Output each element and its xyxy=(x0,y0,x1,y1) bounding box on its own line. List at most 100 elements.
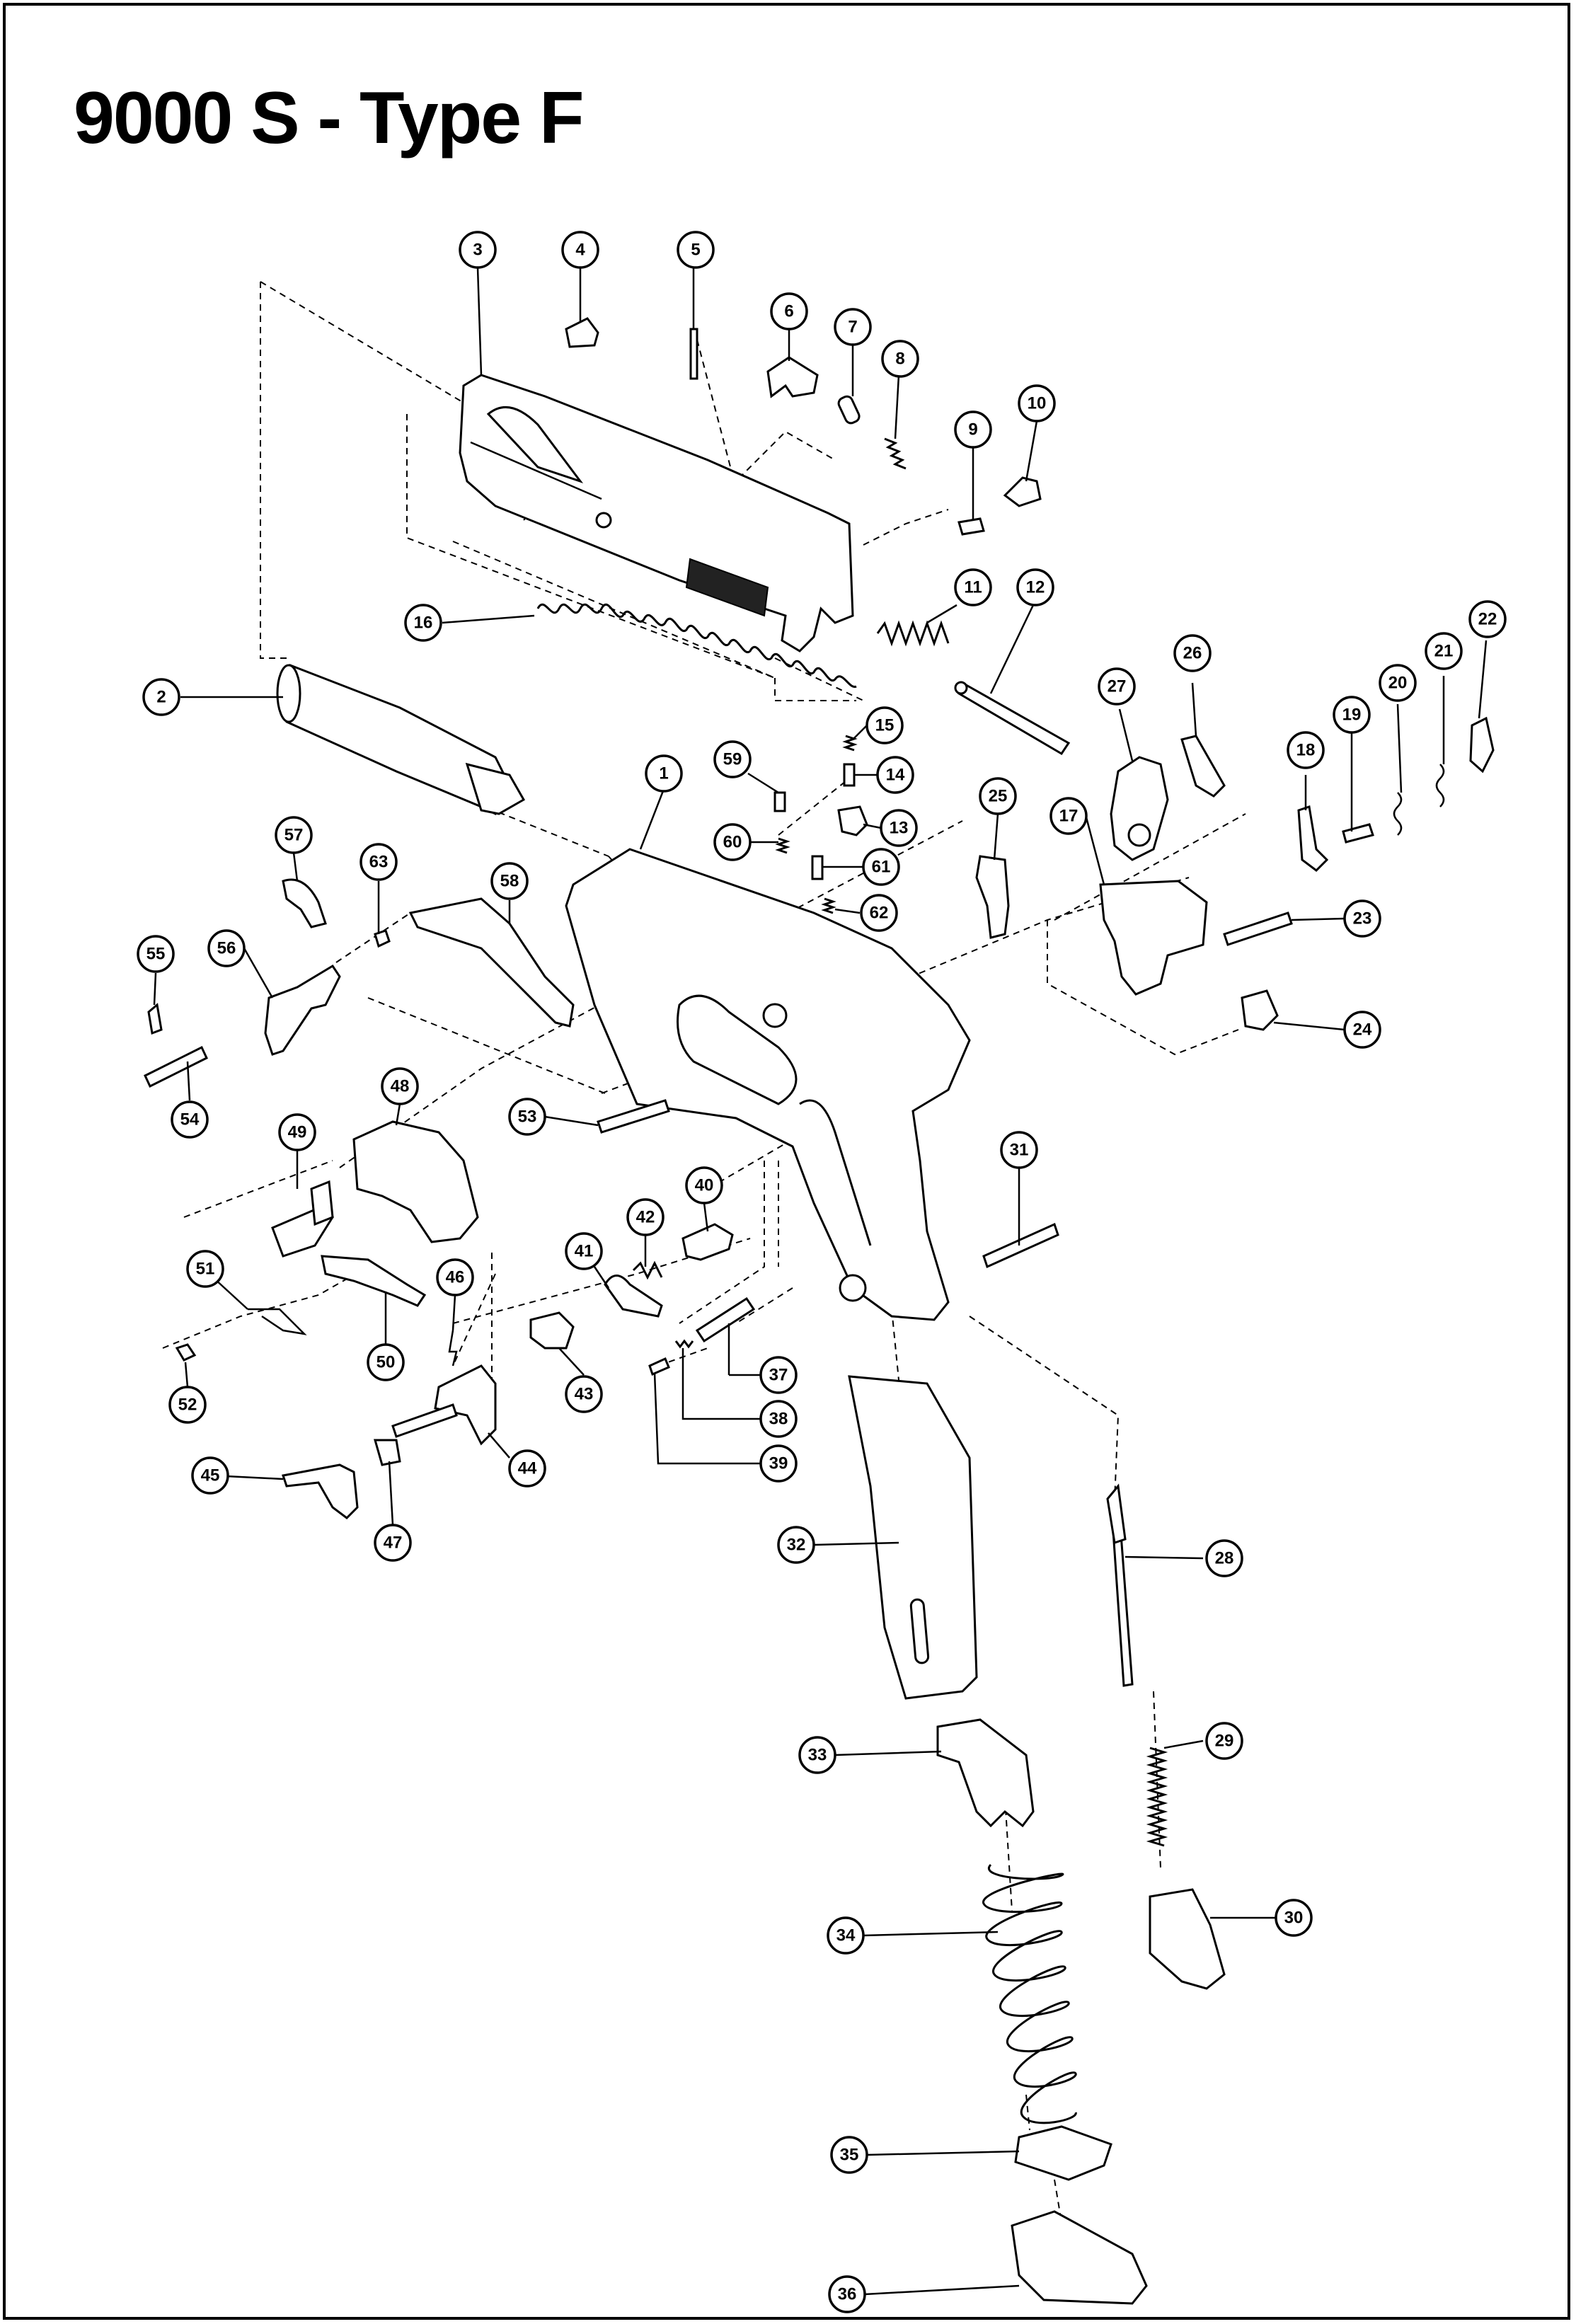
svg-text:15: 15 xyxy=(875,716,895,735)
callout-38: 38 xyxy=(759,1400,798,1438)
callout-50: 50 xyxy=(367,1343,405,1381)
svg-text:44: 44 xyxy=(518,1459,537,1478)
callout-62: 62 xyxy=(860,894,898,932)
callout-48: 48 xyxy=(381,1067,419,1105)
callout-12: 12 xyxy=(1016,568,1054,606)
svg-text:21: 21 xyxy=(1434,642,1454,661)
callout-7: 7 xyxy=(834,308,872,346)
callout-55: 55 xyxy=(137,935,175,973)
callout-56: 56 xyxy=(207,929,246,967)
callout-39: 39 xyxy=(759,1444,798,1483)
svg-text:40: 40 xyxy=(695,1176,714,1195)
svg-text:43: 43 xyxy=(575,1385,594,1404)
callout-54: 54 xyxy=(171,1100,209,1139)
svg-text:2: 2 xyxy=(156,688,166,707)
callout-45: 45 xyxy=(191,1456,229,1495)
callout-22: 22 xyxy=(1468,600,1507,638)
callout-4: 4 xyxy=(561,231,599,269)
svg-text:4: 4 xyxy=(575,241,585,260)
callout-61: 61 xyxy=(862,848,900,886)
svg-text:18: 18 xyxy=(1296,741,1316,760)
svg-text:6: 6 xyxy=(784,302,793,321)
svg-text:45: 45 xyxy=(201,1466,220,1485)
callout-35: 35 xyxy=(830,2136,868,2174)
callout-40: 40 xyxy=(685,1166,723,1204)
callout-2: 2 xyxy=(142,678,180,716)
callout-37: 37 xyxy=(759,1356,798,1394)
svg-text:1: 1 xyxy=(659,764,668,783)
callout-42: 42 xyxy=(626,1198,665,1236)
callout-57: 57 xyxy=(275,816,313,854)
svg-text:24: 24 xyxy=(1353,1020,1372,1040)
svg-text:13: 13 xyxy=(890,819,909,838)
svg-text:39: 39 xyxy=(769,1454,788,1473)
svg-text:34: 34 xyxy=(836,1926,856,1945)
svg-text:57: 57 xyxy=(284,826,304,845)
svg-text:12: 12 xyxy=(1026,578,1045,597)
callout-19: 19 xyxy=(1333,696,1371,734)
svg-text:36: 36 xyxy=(838,2285,857,2304)
svg-text:8: 8 xyxy=(895,350,904,369)
svg-text:3: 3 xyxy=(473,241,482,260)
svg-text:22: 22 xyxy=(1478,610,1497,629)
svg-text:7: 7 xyxy=(848,318,857,337)
callout-47: 47 xyxy=(374,1524,412,1562)
svg-text:48: 48 xyxy=(391,1077,410,1096)
callout-17: 17 xyxy=(1049,797,1088,835)
callout-36: 36 xyxy=(828,2275,866,2313)
svg-text:11: 11 xyxy=(964,578,982,597)
callout-32: 32 xyxy=(777,1526,815,1564)
callout-26: 26 xyxy=(1173,634,1212,672)
callout-53: 53 xyxy=(508,1098,546,1136)
callout-41: 41 xyxy=(565,1232,603,1270)
svg-text:28: 28 xyxy=(1215,1549,1234,1568)
callout-25: 25 xyxy=(979,777,1017,815)
callout-21: 21 xyxy=(1425,632,1463,670)
svg-text:50: 50 xyxy=(376,1353,396,1372)
callout-46: 46 xyxy=(436,1258,474,1296)
svg-text:33: 33 xyxy=(808,1746,827,1765)
svg-text:9: 9 xyxy=(968,420,977,439)
callout-20: 20 xyxy=(1379,664,1417,702)
callout-44: 44 xyxy=(508,1449,546,1488)
svg-text:10: 10 xyxy=(1028,394,1047,413)
callout-16: 16 xyxy=(404,604,442,642)
svg-text:29: 29 xyxy=(1215,1732,1234,1751)
callout-5: 5 xyxy=(677,231,715,269)
svg-text:60: 60 xyxy=(723,833,742,852)
svg-text:30: 30 xyxy=(1284,1909,1304,1928)
callout-51: 51 xyxy=(186,1250,224,1288)
callout-58: 58 xyxy=(490,862,529,900)
callout-30: 30 xyxy=(1275,1899,1313,1937)
callout-6: 6 xyxy=(770,292,808,330)
callout-10: 10 xyxy=(1018,384,1056,422)
svg-text:63: 63 xyxy=(369,853,389,872)
callout-31: 31 xyxy=(1000,1131,1038,1169)
base-plate-part xyxy=(1011,2210,1148,2305)
callout-18: 18 xyxy=(1287,731,1325,769)
svg-text:55: 55 xyxy=(146,945,166,964)
svg-text:16: 16 xyxy=(414,614,433,633)
callout-3: 3 xyxy=(459,231,497,269)
callout-63: 63 xyxy=(360,843,398,881)
svg-text:56: 56 xyxy=(217,939,236,958)
svg-text:51: 51 xyxy=(196,1260,215,1279)
svg-text:53: 53 xyxy=(518,1108,537,1127)
callout-52: 52 xyxy=(168,1386,207,1424)
hammer-part xyxy=(1110,756,1169,861)
callout-9: 9 xyxy=(954,410,992,449)
callouts: 1 2 3 4 5 6 7 8 9 10 11 12 13 14 15 16 1… xyxy=(137,231,1507,2313)
svg-text:19: 19 xyxy=(1342,706,1362,725)
callout-13: 13 xyxy=(880,809,918,847)
callout-24: 24 xyxy=(1343,1011,1381,1049)
callout-1: 1 xyxy=(645,754,683,793)
callout-60: 60 xyxy=(713,823,752,861)
svg-text:58: 58 xyxy=(500,872,519,891)
callout-29: 29 xyxy=(1205,1722,1243,1760)
svg-text:47: 47 xyxy=(384,1534,403,1553)
callout-28: 28 xyxy=(1205,1539,1243,1577)
svg-text:26: 26 xyxy=(1183,644,1202,663)
svg-text:5: 5 xyxy=(691,241,700,260)
callout-23: 23 xyxy=(1343,899,1381,938)
